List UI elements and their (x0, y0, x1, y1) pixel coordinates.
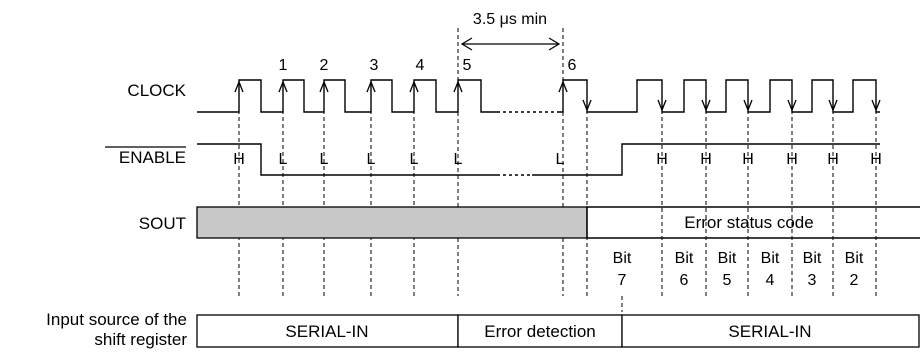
bit-number: 2 (850, 272, 859, 289)
segment-serial-in-1 (196, 314, 459, 348)
pulse-number: 6 (568, 57, 577, 74)
clock-label: CLOCK (127, 81, 186, 100)
enable-waveform (197, 143, 880, 176)
segment-label: SERIAL-IN (728, 322, 811, 341)
bit-labels: Bit 7 Bit 6 Bit 5 Bit 4 Bit 3 Bit 2 (613, 250, 864, 289)
bit-number: 4 (766, 272, 775, 289)
segment-label: SERIAL-IN (285, 322, 368, 341)
enable-value: L (410, 151, 419, 168)
enable-value: H (742, 151, 754, 168)
sout-valid-region (586, 206, 920, 239)
enable-value: H (233, 151, 245, 168)
enable-value: H (700, 151, 712, 168)
enable-value: H (786, 151, 798, 168)
bit-word: Bit (613, 250, 632, 267)
pulse-number: 5 (463, 57, 472, 74)
input-source-boxes: SERIAL-IN Error detection SERIAL-IN (196, 314, 920, 348)
sout-text: Error status code (684, 213, 813, 232)
bit-word: Bit (675, 250, 694, 267)
enable-values: H L L L L L L H H H H H H (233, 151, 882, 168)
pulse-number: 3 (370, 57, 379, 74)
bit-number: 7 (618, 272, 627, 289)
bit-word: Bit (845, 250, 864, 267)
enable-label: ENABLE (119, 148, 186, 167)
input-source-label-line1: Input source of the (46, 310, 187, 329)
segment-serial-in-2 (621, 314, 920, 348)
enable-value: L (367, 151, 376, 168)
timing-arrow (460, 37, 561, 51)
bit-number: 5 (723, 272, 732, 289)
timing-note: 3.5 μs min (473, 11, 547, 28)
enable-value: L (556, 151, 565, 168)
bit-number: 3 (808, 272, 817, 289)
segment-error-detection (457, 314, 623, 348)
guide-lines (238, 28, 877, 312)
sout-label: SOUT (139, 214, 186, 233)
pulse-number: 4 (416, 57, 425, 74)
bit-number: 6 (680, 272, 689, 289)
input-source-label-line2: shift register (94, 330, 187, 349)
bit-word: Bit (761, 250, 780, 267)
bit-word: Bit (718, 250, 737, 267)
sout-undefined-region (196, 206, 588, 239)
enable-value: H (656, 151, 668, 168)
clock-waveform (197, 79, 881, 113)
bit-word: Bit (803, 250, 822, 267)
pulse-number: 1 (279, 57, 288, 74)
segment-label: Error detection (484, 322, 596, 341)
enable-value: H (870, 151, 882, 168)
enable-value: L (454, 151, 463, 168)
enable-value: L (279, 151, 288, 168)
enable-value: L (320, 151, 329, 168)
pulse-number: 2 (320, 57, 329, 74)
enable-value: H (827, 151, 839, 168)
